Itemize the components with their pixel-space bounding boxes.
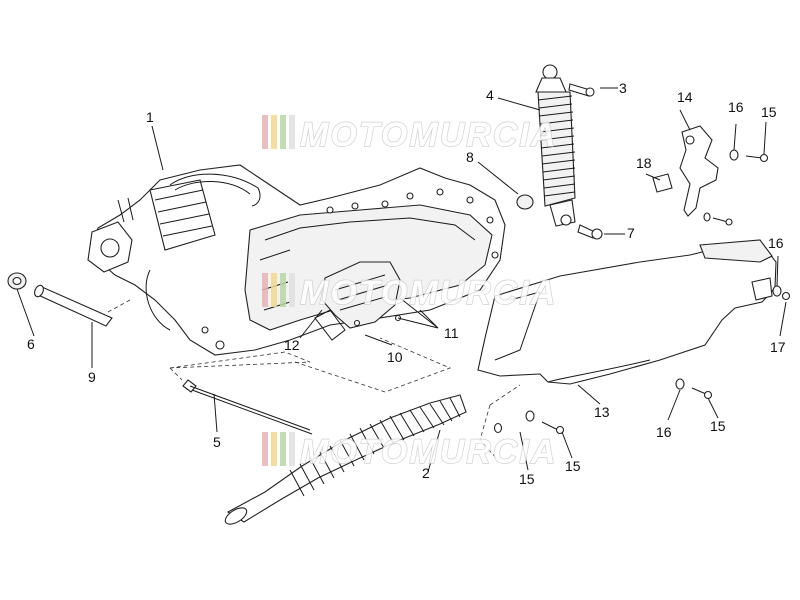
callout-16-top: 16 — [728, 99, 744, 115]
callout-17: 17 — [770, 339, 786, 355]
bracket-14 — [679, 125, 719, 217]
plate-18 — [652, 173, 673, 193]
swing-arm — [477, 239, 777, 385]
engine-assembly — [87, 164, 506, 356]
washer-16-right — [772, 285, 782, 297]
bolt-15-top — [745, 153, 769, 163]
svg-text:MOTOMURCIA: MOTOMURCIA — [300, 274, 557, 312]
callout-7: 7 — [627, 225, 635, 241]
callout-18: 18 — [636, 155, 652, 171]
leader-lines — [16, 87, 787, 473]
callout-15-right: 15 — [710, 418, 726, 434]
bolt-3 — [568, 83, 595, 97]
air-intake-duct — [314, 261, 401, 341]
callout-6: 6 — [27, 336, 35, 352]
svg-text:MOTOMURCIA: MOTOMURCIA — [300, 116, 557, 154]
washer-16-low — [675, 378, 685, 390]
bushing-8 — [516, 194, 534, 210]
washer-mid — [525, 410, 535, 422]
bolt-7 — [577, 224, 603, 240]
washer-16-top — [729, 149, 739, 161]
bolt-17 — [781, 291, 791, 301]
long-bolt-5 — [182, 379, 313, 435]
bolt-15-low — [691, 387, 713, 400]
callout-16-low: 16 — [656, 424, 672, 440]
callout-12: 12 — [284, 337, 300, 353]
watermark-middle: MOTOMURCIA — [262, 273, 557, 313]
callout-11: 11 — [444, 325, 459, 341]
callout-15-mid: 15 — [565, 458, 581, 474]
callout-10: 10 — [387, 349, 403, 365]
callout-16-right: 16 — [768, 235, 784, 251]
watermark-bottom: MOTOMURCIA — [262, 432, 557, 472]
callout-15-bottom: 15 — [519, 471, 535, 487]
callout-4: 4 — [486, 87, 494, 103]
grommet-6 — [7, 272, 27, 290]
callout-13: 13 — [594, 404, 610, 420]
shock-absorber — [535, 64, 576, 227]
callout-8: 8 — [466, 149, 474, 165]
callout-3: 3 — [619, 80, 627, 96]
callout-1: 1 — [146, 109, 154, 125]
callout-14: 14 — [677, 89, 693, 105]
callout-9: 9 — [88, 369, 96, 385]
washer-bottom — [493, 422, 503, 434]
svg-text:MOTOMURCIA: MOTOMURCIA — [300, 433, 557, 471]
bracket-bolt — [703, 212, 733, 226]
callout-15-top: 15 — [761, 104, 777, 120]
flexible-hose-2 — [224, 394, 467, 525]
callout-5: 5 — [213, 434, 221, 450]
watermark-top: MOTOMURCIA — [262, 115, 557, 155]
callout-2: 2 — [422, 465, 430, 481]
bolt-15-mid — [541, 421, 565, 435]
tube-9 — [34, 284, 113, 327]
